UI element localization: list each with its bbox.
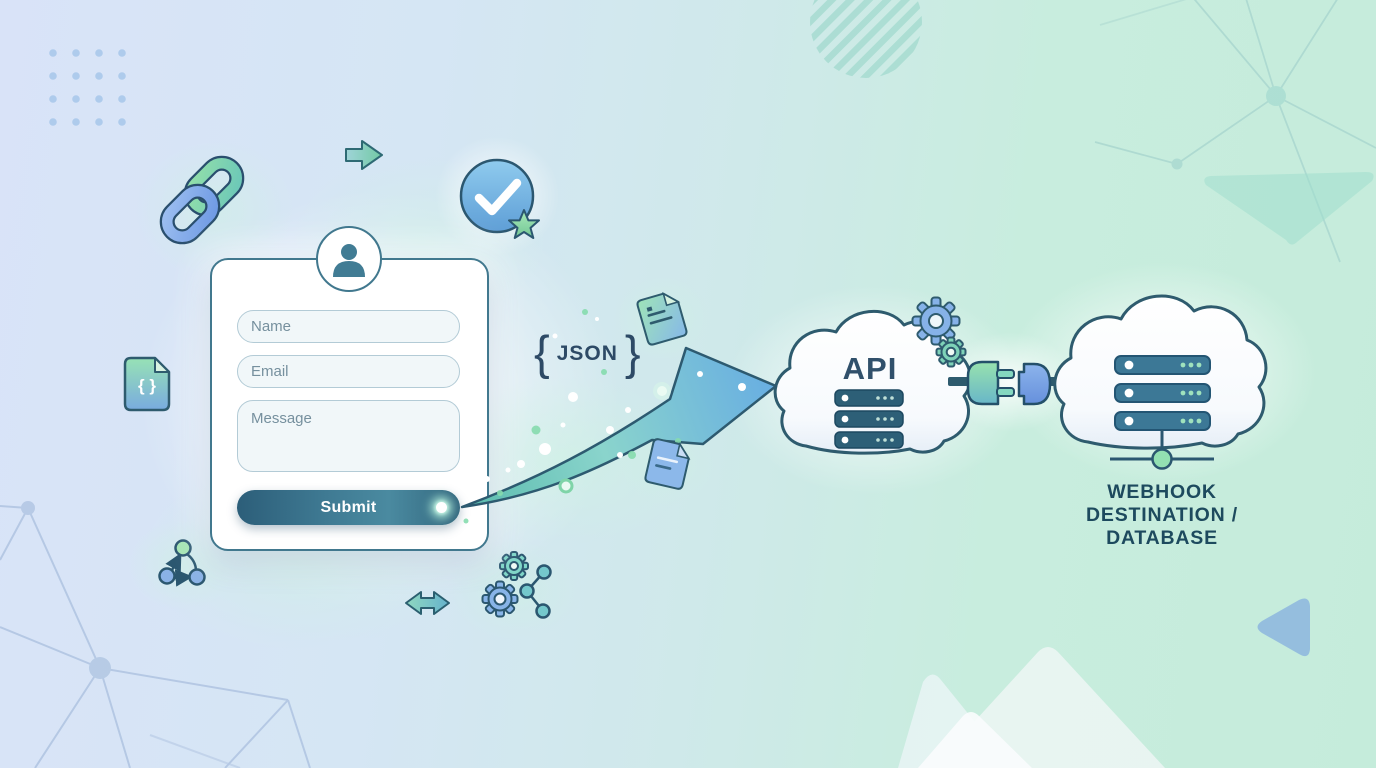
person-icon [333, 244, 365, 277]
arrow-right-icon [345, 140, 383, 170]
avatar [316, 226, 382, 292]
link-icon [159, 155, 245, 245]
gears-share-cluster [481, 551, 552, 619]
swap-arrows-icon [405, 591, 450, 615]
email-input[interactable] [237, 355, 460, 388]
gear-icon-small [935, 336, 967, 368]
destination-caption: WEBHOOK DESTINATION / DATABASE [1040, 481, 1284, 550]
json-file-glyph: { } [138, 376, 156, 395]
network-lines-right [1094, 0, 1376, 263]
json-file-icon: { } [123, 356, 171, 412]
teal-triangle [1204, 172, 1374, 245]
json-badge: { JSON } [534, 329, 641, 377]
submit-glow-dot [436, 502, 447, 513]
soft-mountains [898, 647, 1165, 768]
plug-connector-icon [948, 360, 1072, 406]
message-textarea[interactable] [237, 400, 460, 472]
json-close-brace: } [624, 326, 641, 379]
destination-node [1110, 430, 1214, 470]
blue-play-triangle [1257, 598, 1310, 657]
network-lines-bottom-left [0, 501, 311, 768]
destination-caption-line3: DATABASE [1106, 527, 1218, 549]
verified-badge-icon [459, 158, 540, 239]
api-cloud [773, 296, 972, 455]
contact-form-card: Submit [210, 226, 489, 551]
json-label: JSON [556, 342, 618, 365]
destination-caption-line1: WEBHOOK [1107, 481, 1217, 503]
destination-server-stack [1114, 355, 1211, 431]
submit-label: Submit [320, 498, 377, 516]
api-server-stack [834, 389, 904, 449]
share-nodes-icon-left [158, 539, 206, 587]
striped-circle [810, 0, 922, 78]
api-label: API [842, 351, 898, 386]
json-open-brace: { [534, 326, 550, 379]
destination-cloud [1053, 294, 1268, 470]
name-input[interactable] [237, 310, 460, 343]
gear-icon-large [911, 296, 961, 346]
dots-grid [49, 49, 126, 126]
submit-button[interactable]: Submit [237, 490, 460, 525]
destination-caption-line2: DESTINATION / [1086, 504, 1238, 526]
